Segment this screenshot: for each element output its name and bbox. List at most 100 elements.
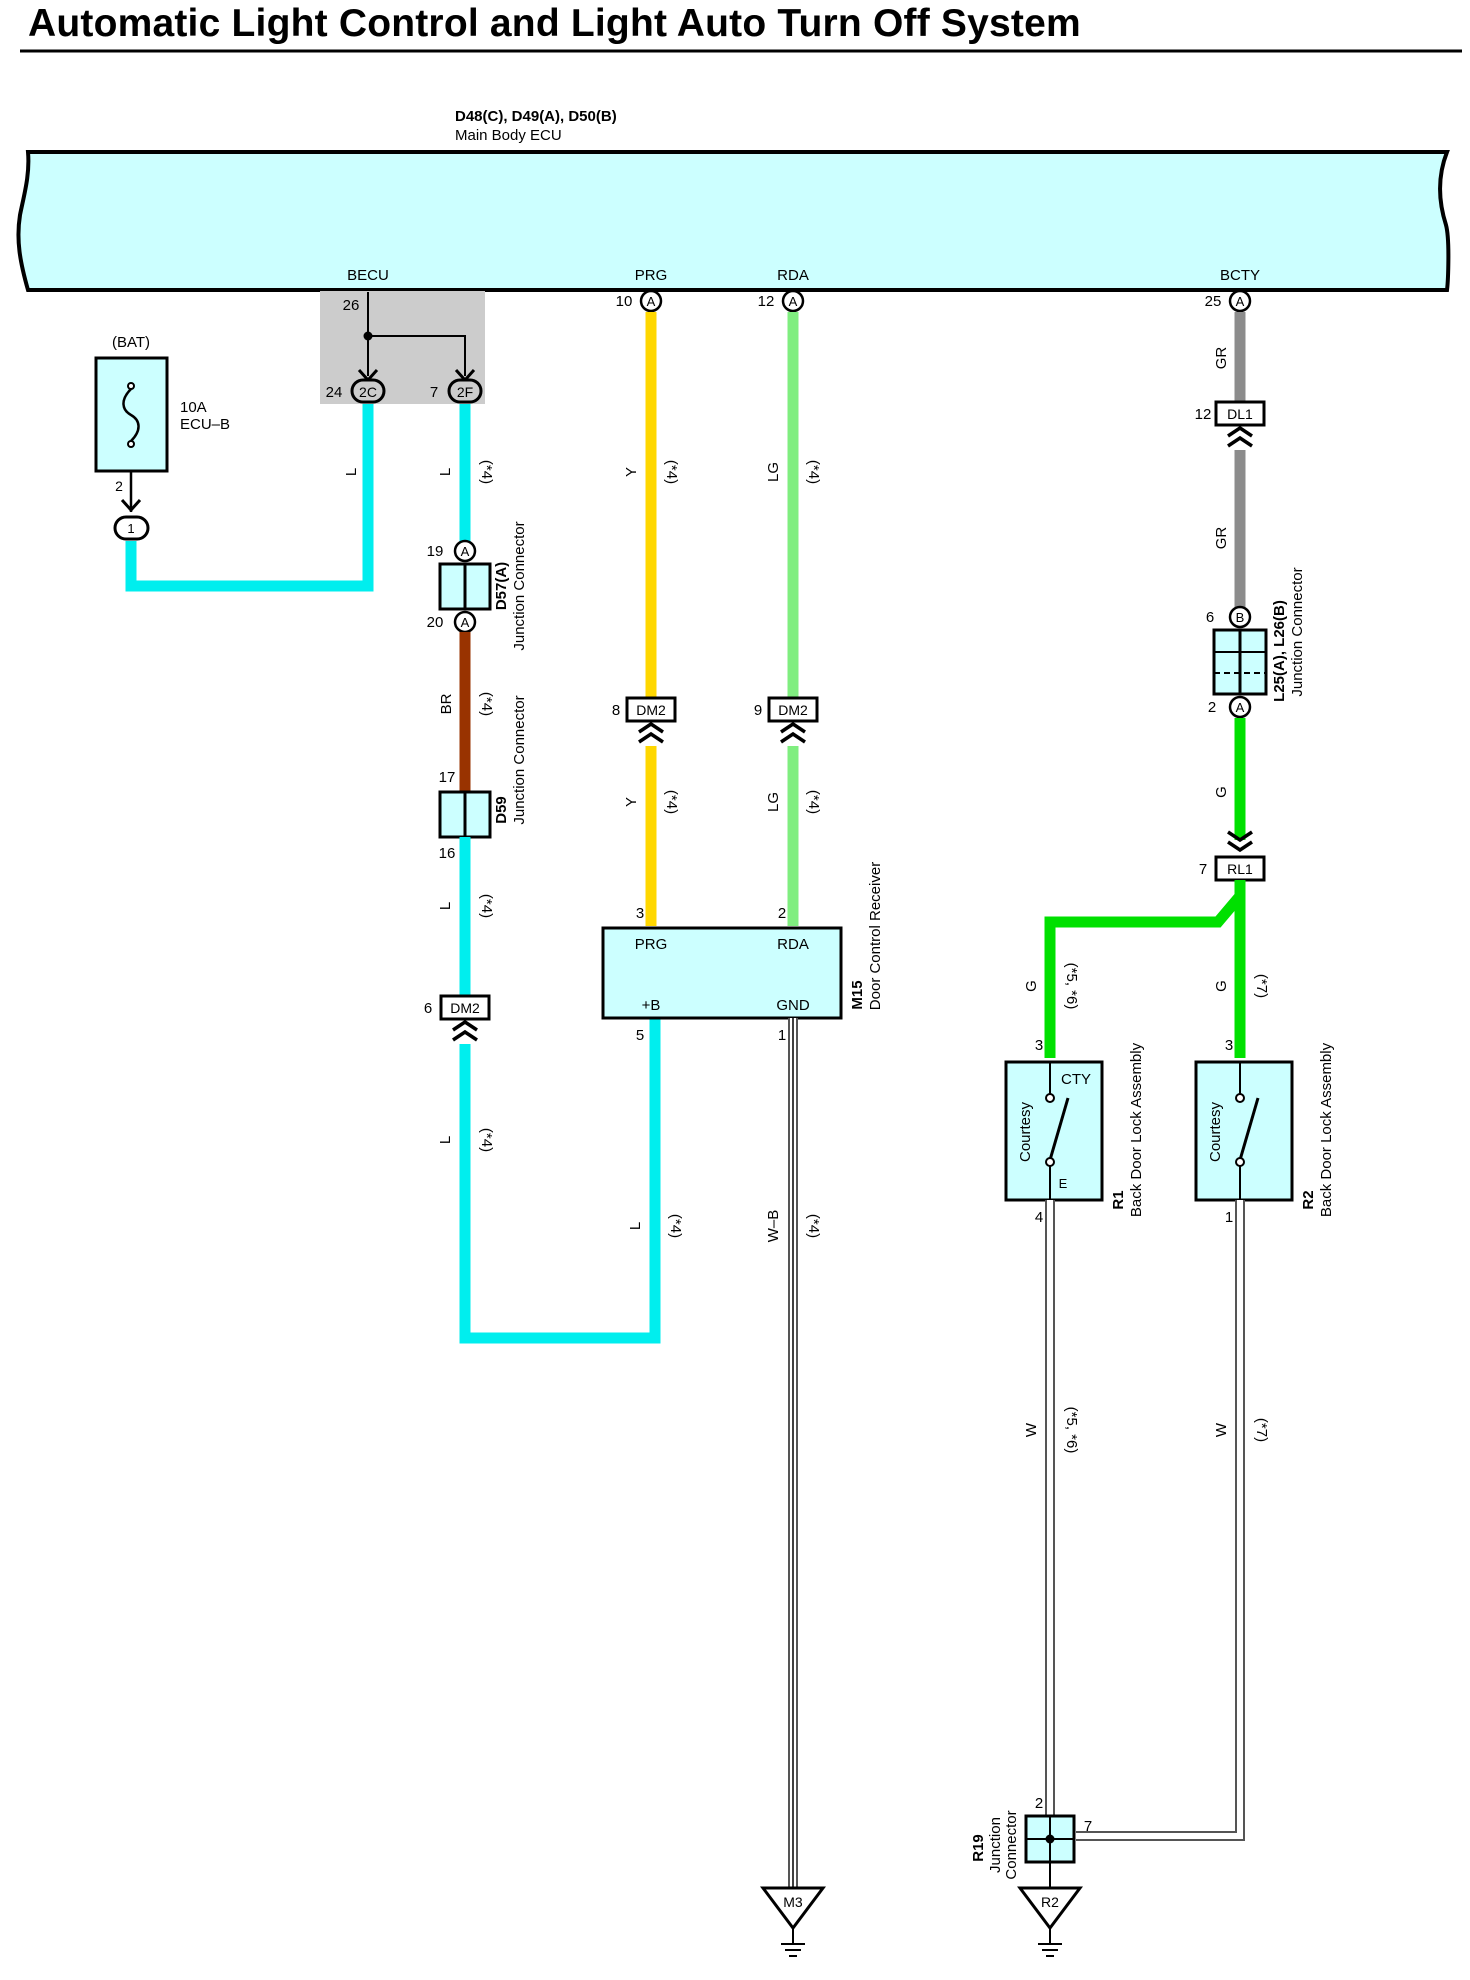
ecu-bcty-pin: 25 <box>1205 293 1222 310</box>
wire-l-label-2: L <box>437 468 454 476</box>
r19-name-1: Junction <box>987 1817 1004 1873</box>
ecu-rda-conn: A <box>789 294 798 309</box>
dm2-rda-connector[interactable] <box>767 696 819 723</box>
m15-name: Door Control Receiver <box>867 862 884 1010</box>
splice-lines <box>367 292 466 376</box>
conn-2f[interactable] <box>447 378 483 404</box>
fuse-source: (BAT) <box>112 334 150 351</box>
wire-w-label-r1: W <box>1023 1422 1040 1437</box>
conn-2c-pin: 24 <box>326 384 343 401</box>
ground-r2-label: R2 <box>1041 1894 1059 1910</box>
d59-name: Junction Connector <box>511 695 528 824</box>
wire-l-note-2: (*4) <box>478 460 495 484</box>
dm2-l-chevron-2 <box>452 1029 478 1042</box>
conn-2c[interactable] <box>350 378 386 404</box>
ground-r2-symbol[interactable] <box>1017 1886 1083 1931</box>
d59-pin-top: 17 <box>439 769 456 786</box>
rl1-chevron-2 <box>1227 840 1253 853</box>
d57-pin-top: 19 <box>427 543 444 560</box>
wire-wb-note: (*4) <box>805 1214 822 1238</box>
dm2-rda-chevron-1 <box>780 721 806 734</box>
l25-pin-bottom: 2 <box>1208 699 1216 716</box>
wire-g-note-r2: (*7) <box>1253 974 1270 998</box>
wire-l-label-5: L <box>627 1222 644 1230</box>
wire-g-label-1: G <box>1213 786 1230 798</box>
d57-top-terminal <box>453 539 477 563</box>
ground-m3-symbol[interactable] <box>760 1886 826 1931</box>
ecu-bcty-conn: A <box>1236 294 1245 309</box>
ecu-body[interactable] <box>16 150 1451 292</box>
ecu-code: D48(C), D49(A), D50(B) <box>455 108 617 125</box>
fuse-junction-1[interactable] <box>113 515 150 541</box>
m15-term-prg: PRG <box>635 936 668 953</box>
dm2-rda-label: DM2 <box>778 702 808 718</box>
dm2-prg-connector[interactable] <box>625 696 677 723</box>
r1-pin-bottom: 4 <box>1035 1209 1043 1226</box>
wire-y-label-2: Y <box>623 797 640 807</box>
conn-2f-label: 2F <box>457 384 473 400</box>
fuse-junction-label: 1 <box>127 521 134 536</box>
ecu-prg-conn: A <box>647 294 656 309</box>
wire-w-r2-outline[interactable] <box>1076 1200 1245 1841</box>
m15-term-b: +B <box>642 997 661 1014</box>
d59-pin-bottom: 16 <box>439 845 456 862</box>
page-title: Automatic Light Control and Light Auto T… <box>28 2 1081 45</box>
fuse-contact-bottom <box>127 440 135 448</box>
fuse-element <box>122 388 140 442</box>
l25-top-terminal <box>1228 605 1252 629</box>
dl1-label: DL1 <box>1227 406 1253 422</box>
wire-l-fuse-2c[interactable] <box>125 404 374 592</box>
wire-l-label-4: L <box>437 1136 454 1144</box>
wire-wb-label: W–B <box>765 1210 782 1243</box>
wire-y-label-1: Y <box>623 467 640 477</box>
fuse-pin: 2 <box>115 478 123 494</box>
dl1-chevron-1 <box>1227 425 1253 438</box>
r1-inner-label: Courtesy <box>1017 1101 1034 1162</box>
dm2-prg-label: DM2 <box>636 702 666 718</box>
rl1-label: RL1 <box>1227 861 1253 877</box>
splice-pin-26: 26 <box>343 297 360 314</box>
wire-y-note-1: (*4) <box>663 460 680 484</box>
ecu-name: Main Body ECU <box>455 127 562 144</box>
dm2-l-connector[interactable] <box>439 994 491 1021</box>
dm2-l-pin: 6 <box>424 1000 432 1017</box>
r2-inner-label: Courtesy <box>1207 1101 1224 1162</box>
ecu-rda-terminal <box>781 289 805 313</box>
m15-pin-gnd: 1 <box>778 1027 786 1044</box>
m15-body[interactable] <box>601 926 843 1020</box>
wire-l-dm2-m15[interactable] <box>459 1018 661 1344</box>
m15-pin-b: 5 <box>636 1027 644 1044</box>
dm2-prg-chevron-2 <box>638 731 664 744</box>
m15-term-rda: RDA <box>777 936 809 953</box>
dl1-connector[interactable] <box>1214 400 1266 427</box>
ecu-term-becu: BECU <box>347 267 389 284</box>
d57-name: Junction Connector <box>511 521 528 650</box>
ecu-term-rda: RDA <box>777 267 809 284</box>
r1-switch-arm <box>1048 1097 1070 1161</box>
dm2-rda-chevron-2 <box>780 731 806 744</box>
r1-term-cty: CTY <box>1061 1071 1091 1088</box>
wire-br-label: BR <box>438 693 455 714</box>
r1-name: Back Door Lock Assembly <box>1128 1042 1145 1217</box>
r2-switch-arm <box>1238 1097 1260 1161</box>
d57-code: D57(A) <box>493 562 510 610</box>
wire-br-note: (*4) <box>478 692 495 716</box>
d57-conn-top: A <box>461 544 470 559</box>
l25-bottom-terminal <box>1228 695 1252 719</box>
dm2-rda-pin: 9 <box>754 702 762 719</box>
splice-dot <box>363 331 373 341</box>
r1-code: R1 <box>1110 1190 1127 1209</box>
conn-2c-label: 2C <box>359 384 377 400</box>
wire-l-note-3: (*4) <box>478 894 495 918</box>
r19-dot <box>1045 1834 1055 1844</box>
wire-lg-note-2: (*4) <box>805 790 822 814</box>
wire-lg-label-1: LG <box>765 462 782 482</box>
wire-l-note-4: (*4) <box>478 1128 495 1152</box>
r2-pin-top: 3 <box>1225 1037 1233 1054</box>
r19-pin-right: 7 <box>1084 1818 1092 1835</box>
conn-2f-pin: 7 <box>430 384 438 401</box>
r19-pin-top: 2 <box>1035 1795 1043 1812</box>
ground-m3-label: M3 <box>783 1894 803 1910</box>
r2-contact-bottom <box>1235 1157 1245 1167</box>
m15-pin-rda: 2 <box>778 905 786 922</box>
